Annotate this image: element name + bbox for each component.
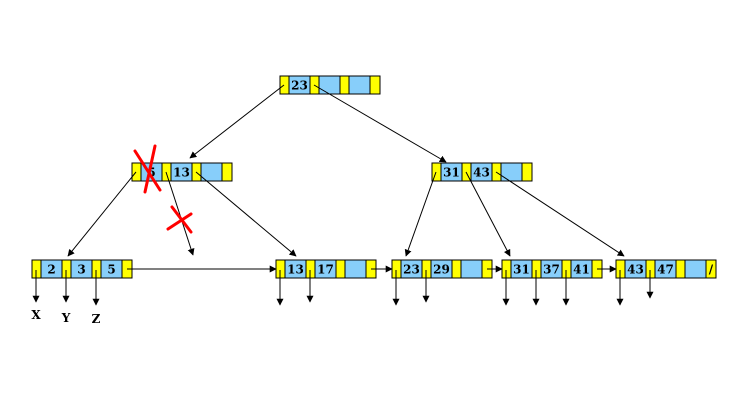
leaf2-key-0: 13 — [287, 263, 304, 277]
root-pointer-slot-0 — [279, 75, 290, 95]
root-node: 23 — [279, 75, 381, 95]
deletion-marks — [133, 144, 193, 234]
leaf3-key-0: 23 — [403, 263, 420, 277]
edge-inner-left-deleted-pointer — [165, 171, 195, 256]
edge-inner-right-to-leaf5 — [495, 171, 625, 257]
leaf-node-5: 43 47 / — [615, 259, 717, 279]
leaf-node-4: 31 37 41 — [501, 259, 603, 279]
inner-right-key-0: 31 — [443, 166, 460, 180]
inner-left-pointer-slot-3 — [221, 162, 233, 182]
edge-inner-left-to-leaf1 — [67, 171, 137, 257]
inner-right-pointer-slot-3 — [521, 162, 533, 182]
leaf1-key-1: 3 — [77, 263, 85, 277]
root-pointer-slot-3 — [369, 75, 381, 95]
edge-root-to-inner-right — [313, 84, 447, 163]
inner-left-pointer-slot-0 — [131, 162, 142, 182]
leaf1-key-0: 2 — [47, 263, 55, 277]
edge-inner-right-to-leaf4 — [465, 171, 511, 257]
leaf-node-3: 23 29 — [391, 259, 493, 279]
inner-right-key-1: 43 — [473, 166, 490, 180]
data-label-z: Z — [92, 312, 101, 326]
leaf4-key-2: 41 — [573, 263, 590, 277]
inner-left-node: 5 13 — [131, 162, 233, 182]
leaf4-key-0: 31 — [513, 263, 530, 277]
leaf3-key-1: 29 — [433, 263, 450, 277]
leaf5-key-0: 43 — [627, 263, 644, 277]
root-key-slot-2 — [348, 75, 371, 95]
leaf-node-1: 2 3 5 — [31, 259, 133, 279]
leaf2-key-1: 17 — [317, 263, 334, 277]
leaf4-key-1: 37 — [543, 263, 560, 277]
leaf-node-2: 13 17 — [275, 259, 377, 279]
inner-right-node: 31 43 — [431, 162, 533, 182]
inner-left-key-1: 13 — [173, 166, 190, 180]
data-pointers — [32, 270, 654, 306]
edge-inner-right-to-leaf3 — [404, 171, 437, 257]
inner-right-key-slot-2 — [500, 162, 523, 182]
leaf1-key-2: 5 — [107, 263, 115, 277]
edge-inner-left-to-leaf2 — [195, 171, 297, 257]
root-key-0: 23 — [291, 79, 308, 93]
delete-mark-key-5 — [133, 144, 162, 194]
inner-left-key-0: 5 — [147, 166, 155, 180]
delete-mark-pointer — [166, 205, 193, 234]
root-pointer-slot-2 — [339, 75, 350, 95]
edge-root-to-inner-left — [189, 84, 285, 159]
data-label-y: Y — [61, 311, 71, 325]
data-label-x: X — [31, 308, 41, 322]
tree-edges — [67, 84, 625, 257]
leaf5-key-1: 47 — [657, 263, 674, 277]
null-pointer-mark: / — [709, 263, 714, 277]
root-key-slot-1 — [318, 75, 341, 95]
